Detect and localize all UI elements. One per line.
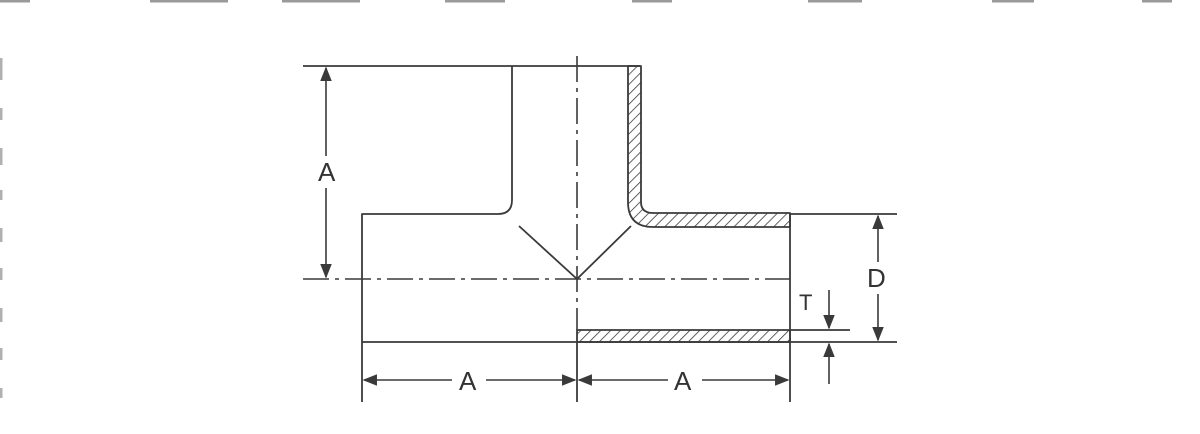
label-a-right: A xyxy=(674,366,692,396)
label-t: T xyxy=(799,290,812,315)
weld-v-lines xyxy=(518,225,632,280)
label-a-left: A xyxy=(459,366,477,396)
label-d: D xyxy=(867,263,886,293)
tee-left-outline xyxy=(361,66,513,342)
label-a-vertical: A xyxy=(318,157,336,187)
branch-wall-hatched xyxy=(627,65,791,228)
run-bottom-wall-hatched xyxy=(576,329,791,343)
